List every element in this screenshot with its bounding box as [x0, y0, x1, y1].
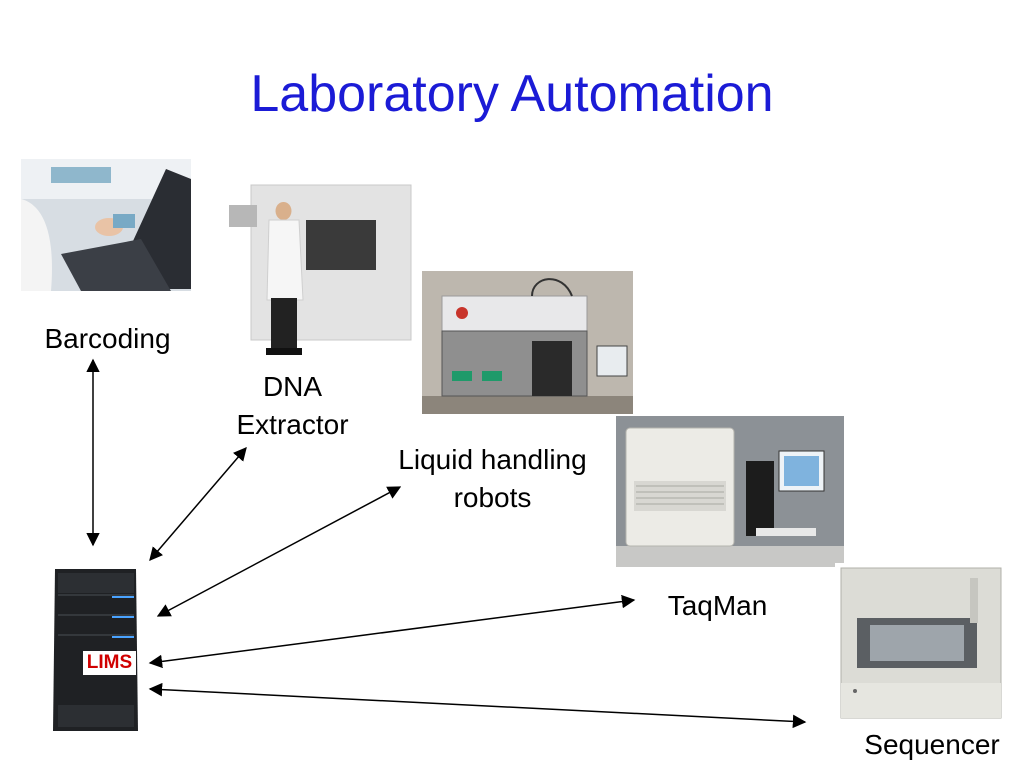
- sequencer-label: Sequencer: [864, 729, 1000, 760]
- dna-extractor-label-line2: Extractor: [236, 409, 349, 440]
- barcoding-label: Barcoding: [44, 323, 171, 354]
- arrow-lims-dna-extractor: [149, 446, 247, 562]
- sequencer-photo: [835, 563, 1007, 723]
- liquid-handling-label-line2: robots: [453, 482, 532, 513]
- lims-label: LIMS: [83, 651, 136, 675]
- lims-server: [50, 565, 142, 735]
- dna-extractor-photo: [221, 180, 417, 365]
- dna-extractor-label-line1: DNA: [262, 371, 323, 402]
- arrow-lims-sequencer: [148, 682, 807, 729]
- arrow-lims-liquid-handling: [156, 486, 402, 617]
- liquid-handling-photo: [422, 271, 633, 414]
- taqman-photo: [616, 416, 844, 567]
- barcoding-photo: [21, 159, 191, 291]
- dna-extractor-label: DNA Extractor: [215, 368, 370, 444]
- liquid-handling-label: Liquid handling robots: [370, 441, 615, 517]
- liquid-handling-label-line1: Liquid handling: [398, 444, 587, 475]
- taqman-label: TaqMan: [667, 590, 768, 621]
- arrow-lims-taqman: [148, 594, 636, 669]
- slide-title: Laboratory Automation: [250, 65, 774, 123]
